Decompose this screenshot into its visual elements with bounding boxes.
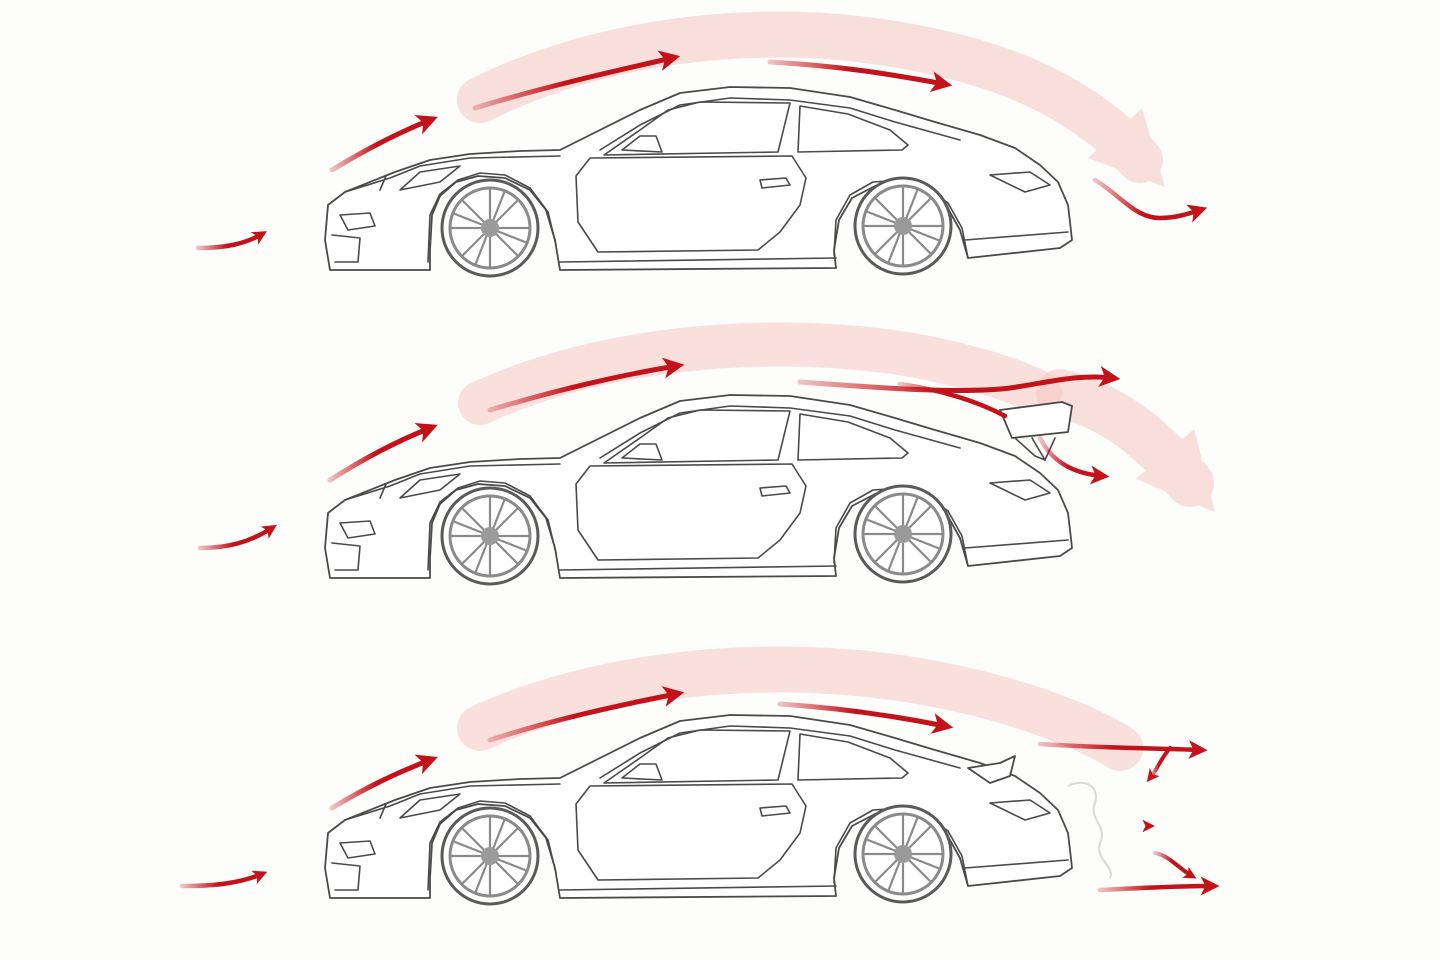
car-outline (323, 85, 1074, 278)
airflow-arrow-nose (329, 754, 438, 811)
airflow-arrow-top-wake (1037, 740, 1208, 759)
airflow-glow-band (458, 322, 1062, 425)
airflow-glow-band (457, 646, 1143, 771)
airflow-arrow-roof-rear (777, 701, 954, 734)
panel-car-with-ducktail-spoiler (179, 646, 1220, 906)
panel-car-without-wing (195, 11, 1208, 278)
airflow-arrow-upper-curl (1146, 746, 1172, 782)
airflow-arrow-over-wing (897, 381, 1008, 419)
panel-car-with-rear-wing (197, 322, 1215, 586)
ducktail-spoiler (967, 755, 1016, 784)
car-outline (323, 713, 1074, 906)
airflow-arrow-roof-rear (797, 366, 1121, 393)
airflow-arrow-roof-front (487, 686, 685, 743)
airflow-arrow-front-low (179, 870, 268, 889)
airflow-arrow-under-wing (1037, 435, 1110, 485)
airflow-arrow-nose (327, 422, 438, 483)
airflow-arrow-roof-front (487, 357, 685, 413)
turbulence-wake (1067, 781, 1112, 879)
airflow-arrow-roof-rear (767, 59, 953, 93)
rear-wing (999, 401, 1073, 461)
airflow-arrow-roof-front (472, 50, 681, 111)
airflow-arrow-front-low (197, 524, 277, 551)
airflow-glow-band-rear (1036, 369, 1215, 513)
airflow-arrow-nose (329, 114, 438, 173)
airflow-glow-band (457, 11, 1165, 188)
airflow-arrow-lower-curl (1153, 851, 1197, 879)
airflow-arrow-wake (1092, 177, 1208, 223)
airflow-arrow-bottom-wake (1097, 876, 1220, 896)
airflow-arrow-front-low (195, 231, 267, 251)
car-outline (323, 393, 1074, 586)
